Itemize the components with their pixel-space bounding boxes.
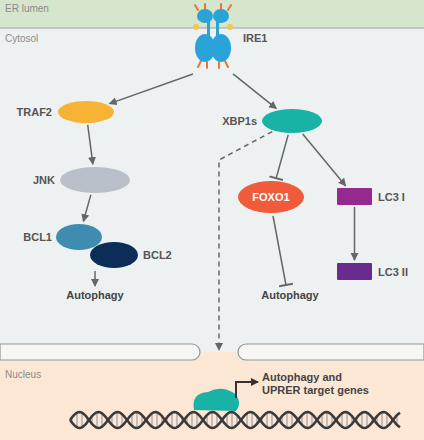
node-shape (58, 101, 114, 123)
protein-ellipse (58, 101, 114, 123)
node-label: BCL2 (143, 248, 172, 262)
nuclear-envelope (238, 344, 424, 360)
node-shape (56, 224, 102, 250)
pathway-arrow (233, 74, 276, 108)
phospho-mark (206, 62, 208, 68)
receptor-icon: IRE1 (188, 4, 238, 70)
protein-ellipse (60, 167, 130, 193)
base-pair (76, 413, 77, 428)
protein-ellipse: JNK (60, 167, 130, 193)
inhibition-line (273, 216, 286, 285)
ire1-domain (213, 9, 229, 23)
base-pair (251, 412, 252, 428)
pathway-arrow (110, 74, 193, 104)
protein-ellipse: TRAF2 (58, 101, 114, 123)
node-shape (188, 4, 238, 70)
protein-ellipse: BCL1 (56, 224, 102, 250)
base-pair (231, 412, 232, 428)
transcription-arrow (236, 382, 258, 398)
protein-ellipse: BCL2 (90, 242, 138, 268)
phospho-mark (195, 5, 198, 10)
protein-ellipse (90, 242, 138, 268)
phospho-mark (220, 4, 222, 9)
region-label: Cytosol (5, 33, 38, 45)
base-pair (116, 412, 117, 428)
node-shape (60, 167, 130, 193)
dashed-arrow (219, 132, 272, 350)
node-shape (337, 263, 372, 280)
xbp1s-factor (194, 389, 240, 411)
node-label: JNK (0, 173, 55, 187)
process-label: Autophagy (250, 289, 330, 302)
base-pair (136, 412, 137, 428)
node-label: BCL1 (0, 230, 52, 244)
node-label: IRE1 (243, 31, 267, 45)
base-pair (156, 412, 157, 428)
inhibition-line (276, 135, 288, 178)
base-pair (96, 412, 97, 428)
pathway-arrow (94, 271, 96, 286)
phospho-mark (204, 4, 206, 9)
node-label: LC3 I (378, 190, 405, 204)
membrane-dot (193, 24, 199, 30)
protein-ellipse (262, 109, 322, 133)
base-pair (211, 412, 212, 428)
base-pair (286, 412, 287, 428)
protein-ellipse: FOXO1 (238, 181, 304, 213)
node-shape (337, 188, 372, 205)
dna-helix (70, 412, 400, 428)
region-label: ER lumen (5, 3, 49, 15)
process-label: Autophagy (55, 289, 135, 302)
base-pair (191, 412, 192, 428)
ire1-domain (211, 34, 231, 62)
base-pair (306, 412, 307, 428)
base-pair (266, 413, 267, 428)
node-label: LC3 II (378, 265, 408, 279)
base-pair (366, 413, 367, 428)
protein-box: LC3 I (337, 188, 372, 205)
phospho-mark (218, 62, 220, 68)
region-band: TRAF2XBP1sJNKFOXO1LC3 IBCL1BCL2LC3 IICyt… (0, 28, 424, 352)
process-label: Autophagy and UPRER target genes (262, 371, 382, 397)
dna-strand (70, 412, 400, 428)
membrane-dot (227, 24, 233, 30)
base-pair (171, 413, 172, 428)
protein-ellipse (238, 181, 304, 213)
pathway-arrow (303, 134, 346, 186)
nuclear-envelope (0, 344, 200, 360)
node-label: XBP1s (187, 114, 257, 128)
node-shape (90, 242, 138, 268)
ire1-domain (197, 9, 213, 23)
base-pair (346, 412, 347, 428)
node-label: FOXO1 (238, 190, 304, 204)
region-label: Nucleus (5, 369, 41, 381)
base-pair (271, 413, 272, 428)
pathway-arrow (83, 195, 90, 221)
protein-box (337, 188, 372, 205)
pathway-arrow (354, 207, 356, 260)
dna-strand (70, 412, 400, 428)
protein-ellipse (56, 224, 102, 250)
protein-ellipse: XBP1s (262, 109, 322, 133)
protein-box (337, 263, 372, 280)
base-pair (361, 413, 362, 428)
base-pair (176, 413, 177, 428)
pathway-arrow (88, 125, 93, 164)
base-pair (381, 412, 382, 428)
er-membrane (0, 28, 424, 29)
base-pair (81, 413, 82, 428)
node-shape (262, 109, 322, 133)
base-pair (326, 412, 327, 428)
phospho-mark (228, 5, 231, 10)
protein-box: LC3 II (337, 263, 372, 280)
node-label: TRAF2 (0, 105, 52, 119)
